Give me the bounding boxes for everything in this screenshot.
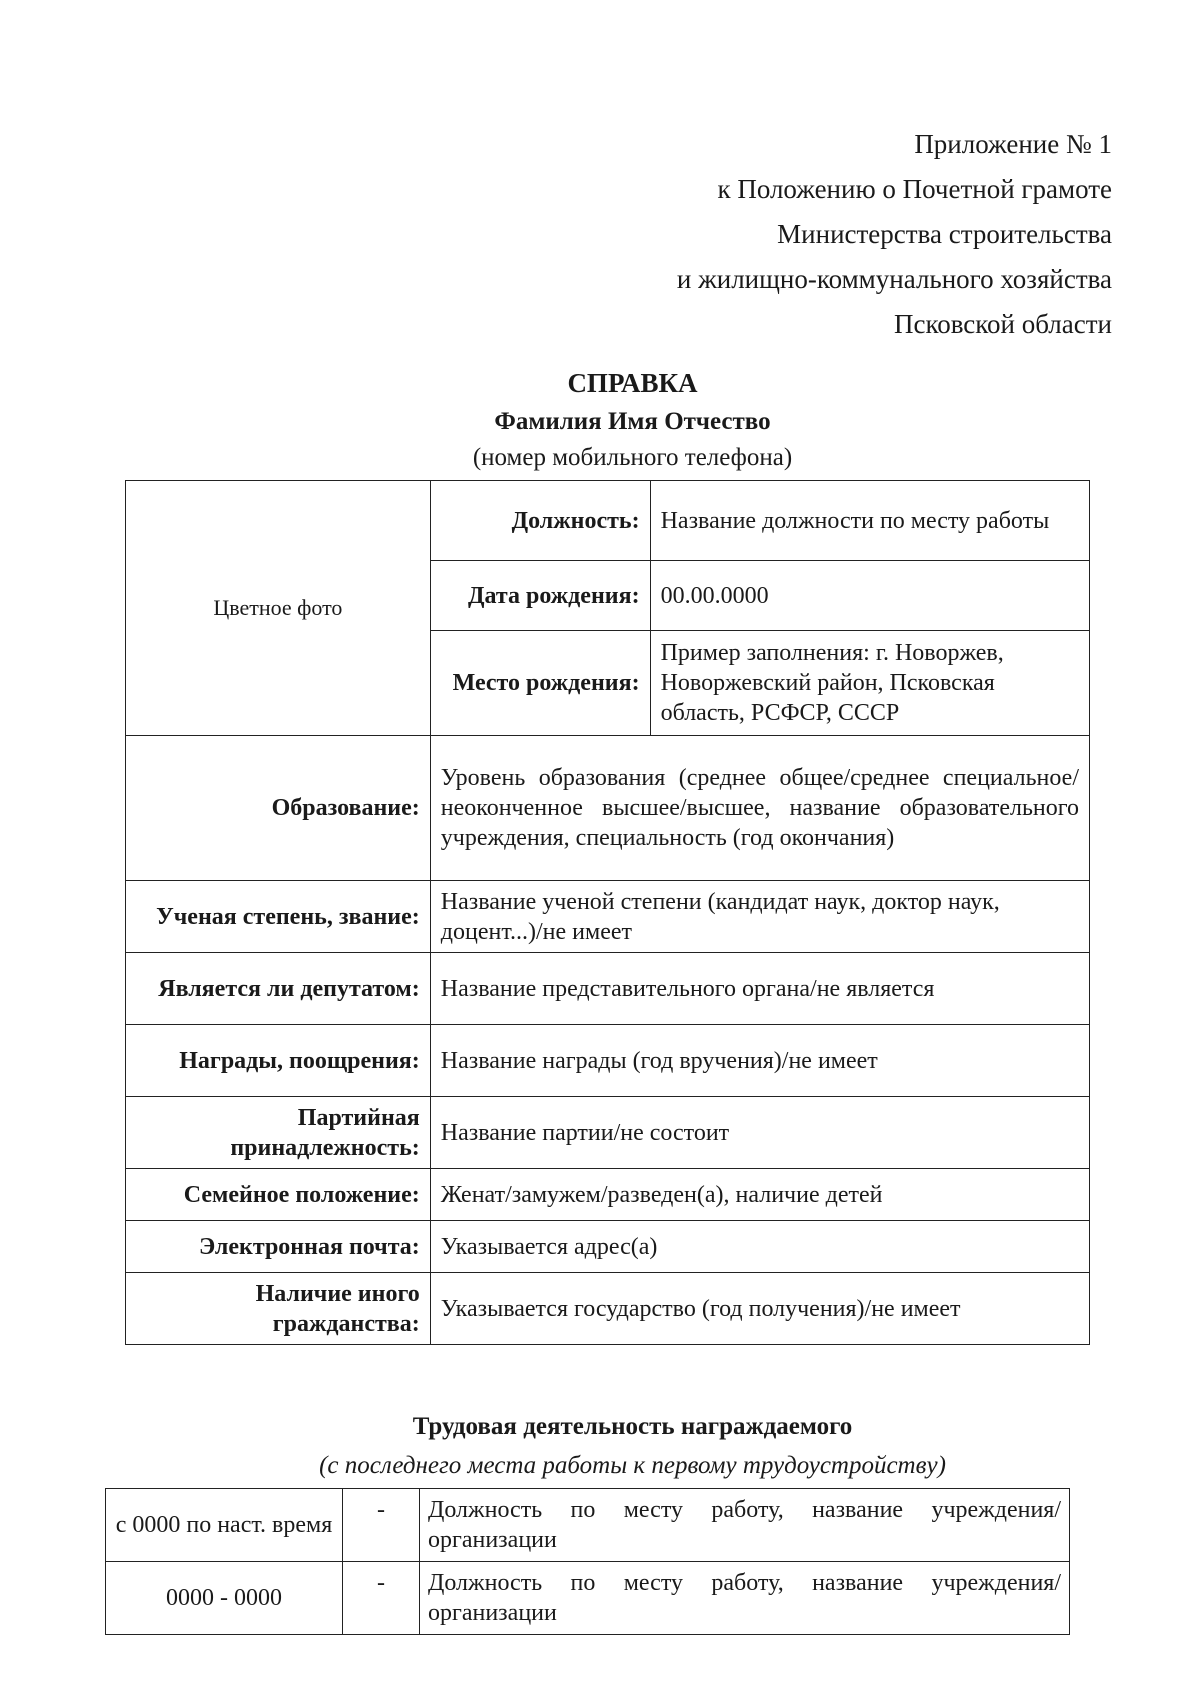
work-dash: -	[342, 1561, 420, 1635]
table-row: 0000 - 0000 - Должность по месту работу,…	[105, 1561, 1070, 1635]
work-period: с 0000 по наст. время	[105, 1488, 343, 1562]
email-label: Электронная почта:	[125, 1220, 431, 1273]
deputy-value: Название представительного органа/не явл…	[429, 952, 1091, 1025]
deputy-label: Является ли депутатом:	[125, 952, 431, 1025]
party-value: Название партии/не состоит	[429, 1096, 1091, 1169]
birthdate-label: Дата рождения:	[429, 560, 651, 631]
position-label: Должность:	[429, 480, 651, 561]
appendix-line: к Положению о Почетной грамоте	[717, 174, 1112, 204]
education-value: Уровень образования (среднее общее/средн…	[429, 735, 1091, 881]
awards-label: Награды, поощрения:	[125, 1024, 431, 1097]
fio-placeholder: Фамилия Имя Отчество	[494, 408, 771, 435]
work-section-title: Трудовая деятельность награждаемого	[412, 1413, 853, 1440]
citizenship-value: Указывается государство (год получения)/…	[429, 1272, 1091, 1345]
appendix-line: Приложение № 1	[914, 129, 1112, 159]
phone-placeholder: (номер мобильного телефона)	[472, 444, 793, 471]
email-value: Указывается адрес(а)	[429, 1220, 1091, 1273]
work-table: с 0000 по наст. время - Должность по мес…	[105, 1488, 1070, 1635]
appendix-line: Псковской области	[893, 309, 1112, 339]
family-value: Женат/замужем/разведен(а), наличие детей	[429, 1168, 1091, 1221]
birthplace-value: Пример заполнения: г. Новоржев, Новоржев…	[649, 630, 1091, 736]
degree-value: Название ученой степени (кандидат наук, …	[429, 880, 1091, 953]
birthplace-label: Место рождения:	[429, 630, 651, 736]
citizenship-label: Наличие иного гражданства:	[125, 1272, 431, 1345]
education-label: Образование:	[125, 735, 431, 881]
work-period: 0000 - 0000	[105, 1561, 343, 1635]
party-label: Партийная принадлежность:	[125, 1096, 431, 1169]
work-section-subtitle: (с последнего места работы к первому тру…	[319, 1452, 946, 1479]
family-label: Семейное положение:	[125, 1168, 431, 1221]
appendix-line: и жилищно-коммунального хозяйства	[676, 264, 1112, 294]
photo-placeholder: Цветное фото	[125, 480, 431, 736]
position-value: Название должности по месту работы	[649, 480, 1091, 561]
degree-label: Ученая степень, звание:	[125, 880, 431, 953]
work-description: Должность по месту работу, название учре…	[419, 1561, 1070, 1635]
info-table: Цветное фото Должность: Название должнос…	[125, 480, 1091, 1345]
appendix-note: Приложение № 1 к Положению о Почетной гр…	[677, 122, 1112, 347]
work-dash: -	[342, 1488, 420, 1562]
table-row: с 0000 по наст. время - Должность по мес…	[105, 1488, 1070, 1562]
document-title: СПРАВКА	[567, 368, 698, 398]
birthdate-value: 00.00.0000	[649, 560, 1091, 631]
awards-value: Название награды (год вручения)/не имеет	[429, 1024, 1091, 1097]
appendix-line: Министерства строительства	[777, 219, 1112, 249]
work-description: Должность по месту работу, название учре…	[419, 1488, 1070, 1562]
